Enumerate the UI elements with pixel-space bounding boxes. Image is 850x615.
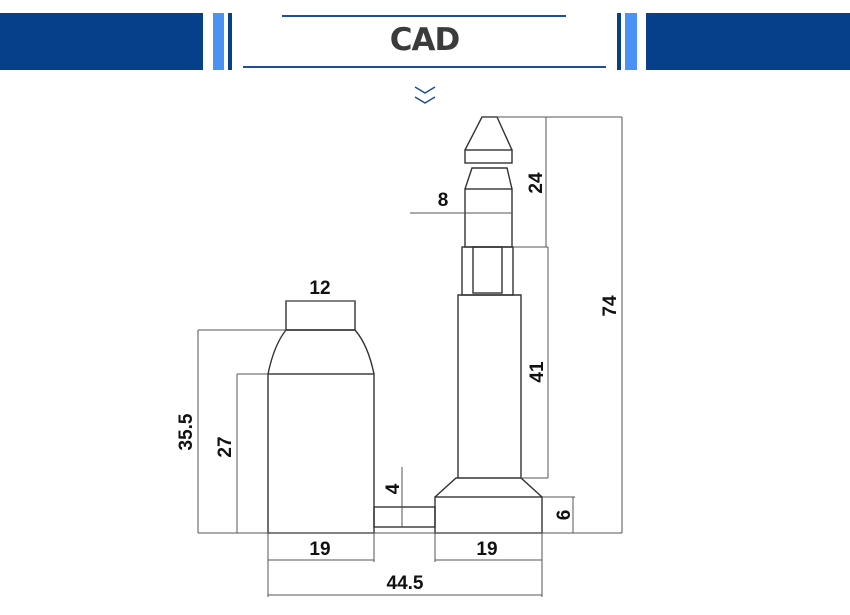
dim-top-width-left: 12 xyxy=(309,278,330,299)
part-outlines xyxy=(267,116,543,534)
left-body xyxy=(267,373,375,534)
right-base xyxy=(434,496,543,534)
dim-shaft-height: 41 xyxy=(527,361,548,383)
pin-groove xyxy=(464,167,513,190)
dim-base-width-right: 19 xyxy=(476,539,497,560)
header-bar-left xyxy=(0,13,203,70)
header-stripe-right-dark xyxy=(617,13,621,70)
header-stripe-left-dark xyxy=(228,13,232,70)
dim-total-height-left: 35.5 xyxy=(176,413,197,450)
dim-base-height: 6 xyxy=(554,510,575,521)
title-rule-top xyxy=(282,15,566,17)
left-neck xyxy=(285,300,356,331)
dimension-lines xyxy=(197,116,623,597)
dim-overall-height: 74 xyxy=(600,295,621,317)
header-stripe-right-light xyxy=(625,13,637,70)
dim-connector-height: 4 xyxy=(383,483,404,494)
title-rule-bottom xyxy=(243,66,606,68)
right-upper-shaft xyxy=(461,246,514,296)
header-stripe-left-light xyxy=(213,13,224,70)
left-cone xyxy=(267,329,375,375)
dim-pin-width: 8 xyxy=(438,190,449,211)
connector xyxy=(373,506,436,528)
pin-collar xyxy=(464,149,513,164)
header-bar-right xyxy=(646,13,850,70)
dim-body-height-left: 27 xyxy=(215,436,236,457)
pin-tip xyxy=(464,116,513,151)
dim-base-width-left: 19 xyxy=(309,539,330,560)
dim-overall-width: 44.5 xyxy=(387,573,424,594)
right-base-cone xyxy=(434,477,543,498)
right-shaft xyxy=(457,294,522,478)
dim-pin-height: 24 xyxy=(526,172,547,194)
section-title: CAD xyxy=(389,22,460,58)
pin xyxy=(464,188,513,248)
right-inner-slot xyxy=(472,246,503,294)
double-chevron-down-icon[interactable] xyxy=(414,86,436,104)
